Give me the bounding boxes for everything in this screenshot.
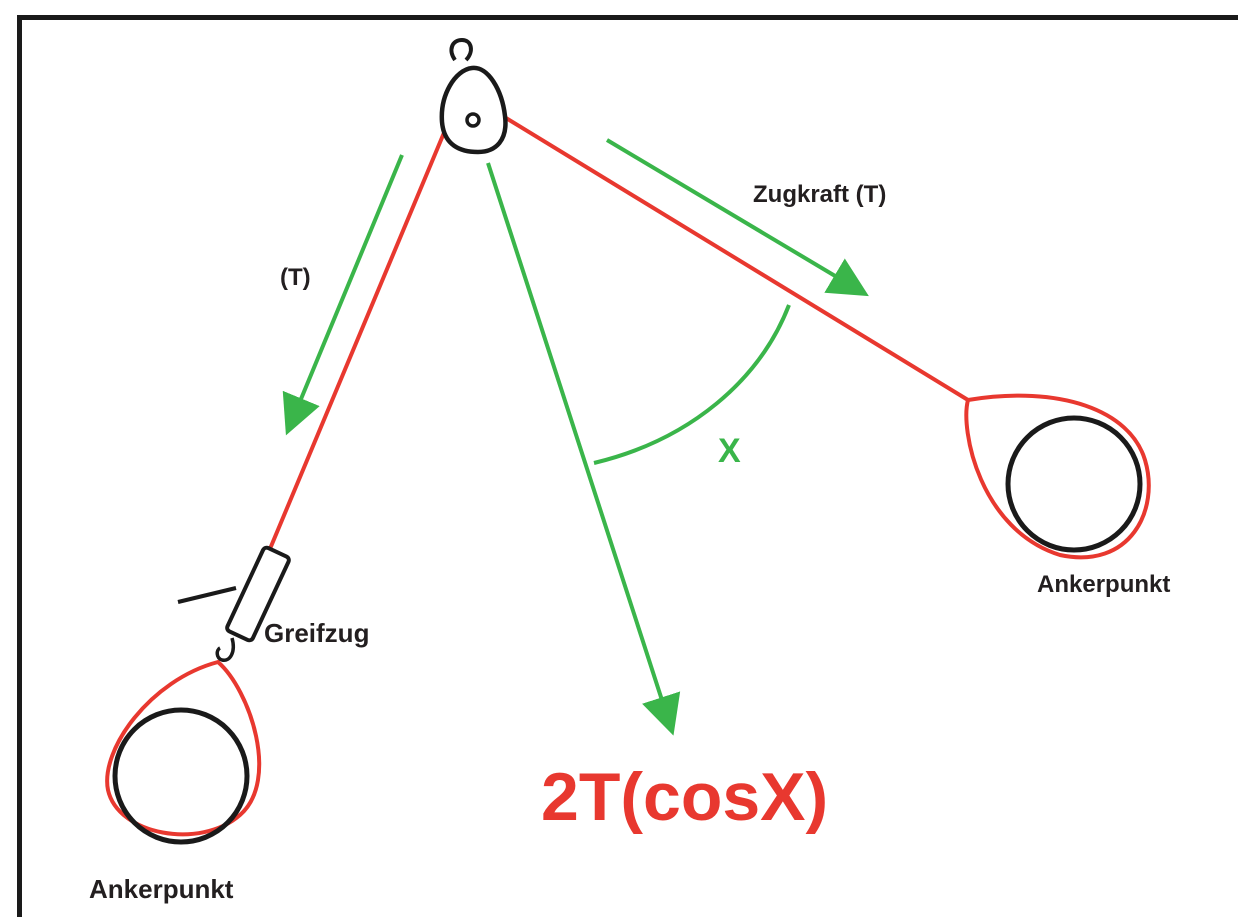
anchor-left-label: Ankerpunkt	[89, 874, 234, 904]
winch-label: Greifzug	[264, 618, 369, 648]
formula-label: 2T(cosX)	[541, 759, 828, 835]
anchor-right-circle	[1005, 415, 1143, 553]
anchor-right-label: Ankerpunkt	[1037, 571, 1170, 598]
angle-label: X	[718, 432, 741, 470]
tension-left-label: (T)	[280, 264, 311, 291]
angle-arc	[593, 304, 791, 465]
anchor-left-sling	[105, 659, 262, 837]
rope-left	[265, 127, 448, 557]
diagram-frame	[17, 15, 1238, 917]
pulley-icon	[439, 37, 508, 155]
anchor-right-sling	[964, 393, 1151, 560]
force-arrow-left	[282, 154, 404, 436]
resultant-force-arrow	[486, 162, 681, 736]
tension-right-label: Zugkraft (T)	[753, 181, 886, 208]
winch-icon	[177, 545, 291, 662]
anchor-left-circle	[112, 707, 250, 845]
force-arrow-right	[605, 138, 869, 297]
rope-right	[504, 116, 970, 402]
